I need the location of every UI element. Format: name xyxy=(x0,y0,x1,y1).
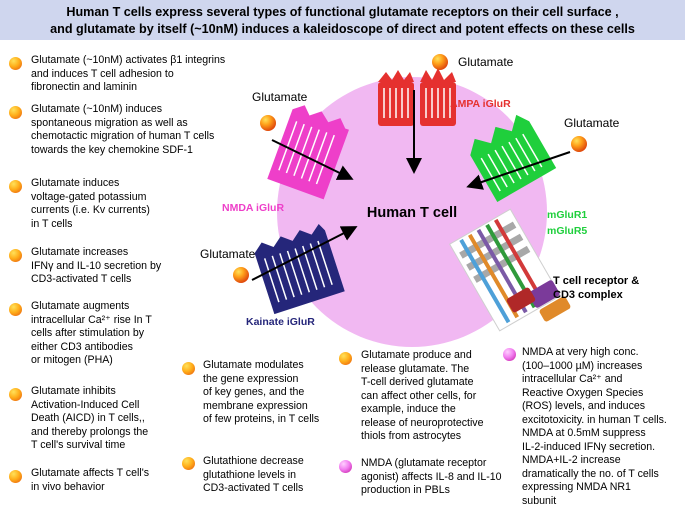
note-line: NMDA at 0.5mM suppress xyxy=(522,427,667,441)
note-line: fibronectin and laminin xyxy=(31,81,225,95)
tcr-label-line1: T cell receptor & xyxy=(553,275,639,287)
kainate-label: Kainate iGluR xyxy=(246,316,315,328)
note-line: Glutamate increases xyxy=(31,246,161,260)
note-line: voltage-gated potassium xyxy=(31,191,150,205)
bottom-note-4: NMDA at very high conc.(100–1000 µM) inc… xyxy=(522,346,667,508)
note-line: example, induce the xyxy=(361,403,484,417)
note-line: of few proteins, in T cells xyxy=(203,413,319,427)
note-line: intracellular Ca²⁺ and xyxy=(522,373,667,387)
glutamate-ball-nmda xyxy=(260,115,276,131)
note-line: in vivo behavior xyxy=(31,481,149,495)
note-line: T-cell derived glutamate xyxy=(361,376,484,390)
glutamate-label-kainate: Glutamate xyxy=(200,247,256,261)
glutamate-ball-ampa xyxy=(432,54,448,70)
t-cell-label: Human T cell xyxy=(367,205,457,221)
note-line: Glutamate produce and xyxy=(361,349,484,363)
ampa-label: AMPA iGluR xyxy=(450,98,511,110)
bullet-icon xyxy=(182,457,195,470)
note-line: Glutamate (~10nM) activates β1 integrins xyxy=(31,54,225,68)
mglur1-label: mGluR1 xyxy=(547,209,587,221)
note-line: Glutathione decrease xyxy=(203,455,304,469)
note-line: membrane expression xyxy=(203,400,319,414)
note-line: and induces T cell adhesion to xyxy=(31,68,225,82)
note-line: NMDA at very high conc. xyxy=(522,346,667,360)
note-line: release glutamate. The xyxy=(361,363,484,377)
tcr-label-line2: CD3 complex xyxy=(553,289,624,301)
note-line: Glutamate augments xyxy=(31,300,152,314)
bullet-icon xyxy=(9,106,22,119)
note-line: Glutamate inhibits xyxy=(31,385,148,399)
note-line: IL-2-induced IFNγ secretion. xyxy=(522,441,667,455)
glutamate-label-mglur: Glutamate xyxy=(564,116,620,130)
note-line: spontaneous migration as well as xyxy=(31,117,214,131)
note-line: production in PBLs xyxy=(361,484,502,498)
glutamate-label-nmda: Glutamate xyxy=(252,90,308,104)
note-line: can affect other cells, for xyxy=(361,390,484,404)
note-line: dramatically the no. of T cells xyxy=(522,468,667,482)
note-line: Glutamate induces xyxy=(31,177,150,191)
note-line: subunit xyxy=(522,495,667,508)
note-line: in T cells xyxy=(31,218,150,232)
bullet-icon xyxy=(9,470,22,483)
note-line: of key genes, and the xyxy=(203,386,319,400)
note-line: towards the key chemokine SDF-1 xyxy=(31,144,214,158)
note-line: Activation-Induced Cell xyxy=(31,399,148,413)
note-line: expressing NMDA NR1 xyxy=(522,481,667,495)
bullet-icon xyxy=(503,348,516,361)
note-line: Glutamate modulates xyxy=(203,359,319,373)
note-line: agonist) affects IL-8 and IL-10 xyxy=(361,471,502,485)
note-line: Glutamate (~10nM) induces xyxy=(31,103,214,117)
bullet-icon xyxy=(9,249,22,262)
note-line: excitotoxicity. in human T cells. xyxy=(522,414,667,428)
note-line: intracellular Ca²⁺ rise In T xyxy=(31,314,152,328)
note-line: Glutamate affects T cell's xyxy=(31,467,149,481)
note-line: or mitogen (PHA) xyxy=(31,354,152,368)
note-line: and thereby prolongs the xyxy=(31,426,148,440)
note-line: either CD3 antibodies xyxy=(31,341,152,355)
note-line: currents (i.e. Kv currents) xyxy=(31,204,150,218)
bullet-icon xyxy=(339,352,352,365)
bullet-icon xyxy=(9,303,22,316)
note-line: cells after stimulation by xyxy=(31,327,152,341)
note-line: thiols from astrocytes xyxy=(361,430,484,444)
note-line: NMDA (glutamate receptor xyxy=(361,457,502,471)
glutamate-ball-kainate xyxy=(233,267,249,283)
note-line: the gene expression xyxy=(203,373,319,387)
note-line: (100–1000 µM) increases xyxy=(522,360,667,374)
bullet-icon xyxy=(9,57,22,70)
left-note-0: Glutamate (~10nM) activates β1 integrins… xyxy=(31,54,225,95)
note-line: CD3-activated T cells xyxy=(203,482,304,496)
bullet-icon xyxy=(9,388,22,401)
glutamate-label-top: Glutamate xyxy=(458,55,514,69)
note-line: Death (AICD) in T cells,, xyxy=(31,412,148,426)
note-line: chemotactic migration of human T cells xyxy=(31,130,214,144)
glutamate-ball-mglur xyxy=(571,136,587,152)
bullet-icon xyxy=(182,362,195,375)
note-line: (ROS) levels, and induces xyxy=(522,400,667,414)
note-line: release of neuroprotective xyxy=(361,417,484,431)
note-line: glutathione levels in xyxy=(203,469,304,483)
note-line: NMDA+IL-2 increase xyxy=(522,454,667,468)
bullet-icon xyxy=(339,460,352,473)
nmda-label: NMDA iGluR xyxy=(222,202,284,214)
note-line: T cell's survival time xyxy=(31,439,148,453)
note-line: CD3-activated T cells xyxy=(31,273,161,287)
note-line: IFNγ and IL-10 secretion by xyxy=(31,260,161,274)
note-line: Reactive Oxygen Species xyxy=(522,387,667,401)
mglur5-label: mGluR5 xyxy=(547,225,587,237)
bullet-icon xyxy=(9,180,22,193)
